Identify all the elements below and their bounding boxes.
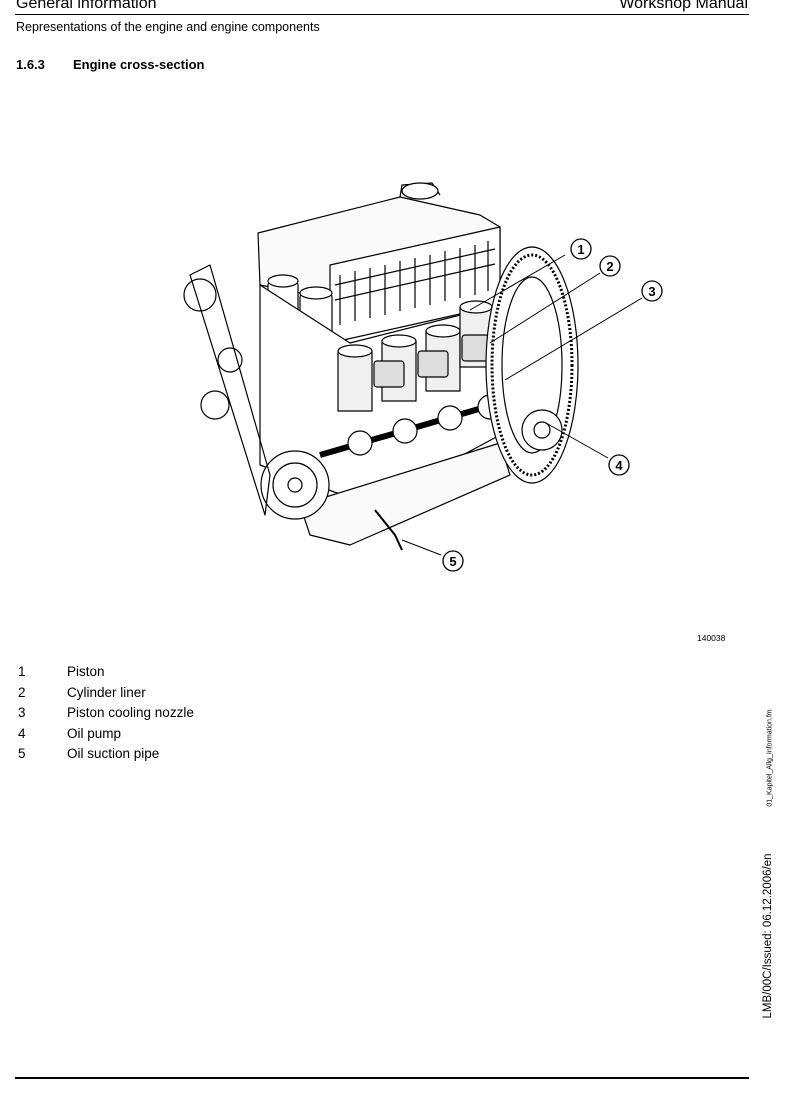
svg-text:3: 3 (648, 284, 655, 299)
svg-text:1: 1 (577, 242, 584, 257)
callout-4: 4 (608, 454, 630, 476)
callouts: 1 2 3 4 5 (442, 238, 663, 572)
side-file-name: 01_Kapitel_Allg_Information.fm (764, 700, 776, 815)
legend-number: 3 (18, 705, 26, 720)
legend-label: Cylinder liner (67, 684, 146, 700)
header-rule (15, 14, 749, 15)
callout-2: 2 (599, 255, 621, 277)
oil-pan (299, 442, 511, 546)
section-number: 1.6.3 (16, 57, 45, 72)
side-doc-reference: LMB/00C/Issued: 06.12.2006/en (760, 850, 776, 1022)
figure-id: 140038 (697, 633, 726, 643)
legend-number: 4 (18, 725, 26, 741)
header-manual: Workshop Manual (619, 0, 748, 12)
footer-rule (15, 1077, 749, 1079)
header-chapter: General information (16, 0, 157, 12)
legend-label: Piston (67, 664, 105, 679)
legend-label: Piston cooling nozzle (67, 705, 194, 720)
side-doc-text: LMB/00C/Issued: 06.12.2006/en (762, 853, 774, 1019)
side-file-text: 01_Kapitel_Allg_Information.fm (766, 708, 774, 807)
svg-text:5: 5 (449, 554, 456, 569)
callout-5: 5 (442, 550, 464, 572)
legend-label: Oil pump (67, 725, 122, 741)
legend-number: 2 (18, 684, 26, 700)
belt-drive (183, 264, 330, 520)
engine-cross-section-illustration: 1 2 3 4 5 (183, 182, 663, 572)
legend-number: 5 (18, 746, 26, 761)
page-subtitle: Representations of the engine and engine… (16, 20, 320, 34)
legend-label: Oil suction pipe (67, 746, 160, 761)
legend-number: 1 (18, 664, 26, 679)
svg-text:2: 2 (606, 259, 613, 274)
section-title: Engine cross-section (73, 57, 205, 72)
crankshaft (319, 394, 511, 458)
callout-3: 3 (641, 280, 663, 302)
pistons (373, 334, 491, 388)
svg-text:4: 4 (615, 458, 623, 473)
callout-1: 1 (570, 238, 592, 260)
